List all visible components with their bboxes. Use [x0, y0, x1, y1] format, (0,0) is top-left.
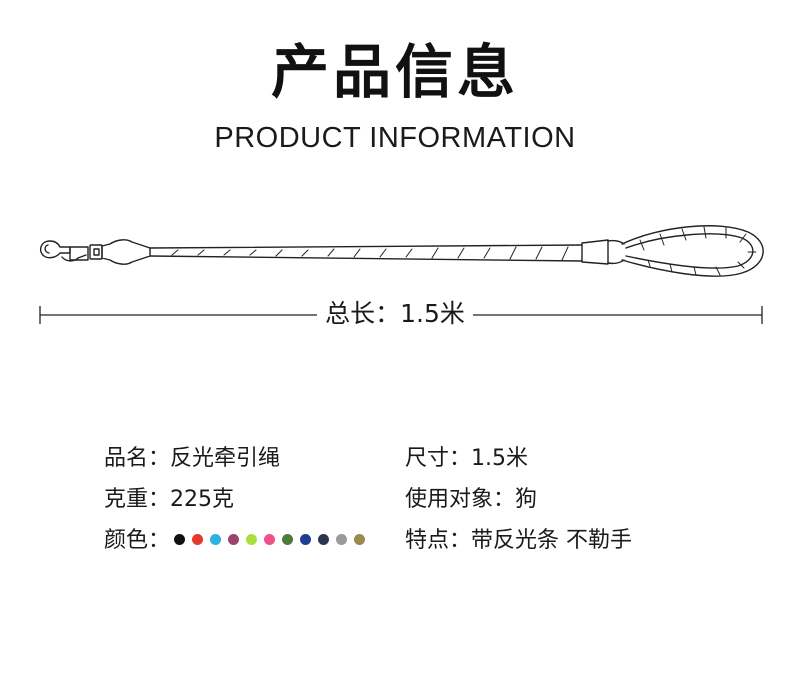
- spec-target: 使用对象：狗: [405, 487, 538, 512]
- spec-colors: 颜色：: [104, 526, 366, 556]
- handle-sleeve: [581, 239, 625, 265]
- page-subtitle: PRODUCT INFORMATION: [214, 122, 576, 154]
- clasp-icon: [89, 239, 151, 265]
- color-swatch-olive-green: [282, 533, 294, 545]
- rope-body: [149, 244, 583, 262]
- color-swatch-dark-blue: [318, 533, 330, 545]
- spec-weight: 克重：225克: [104, 487, 234, 512]
- spec-colors-label: 颜色：: [104, 528, 171, 553]
- spec-product-name: 品名：反光牵引绳: [104, 446, 281, 471]
- color-swatch-khaki: [354, 533, 366, 545]
- leash-illustration: [39, 225, 764, 277]
- color-swatch-black: [174, 533, 186, 545]
- color-swatches: [174, 533, 366, 545]
- snap-hook-icon: [39, 240, 89, 262]
- color-swatch-gray: [336, 533, 348, 545]
- handle-loop: [621, 225, 764, 277]
- color-swatch-red: [192, 533, 204, 545]
- length-dimension: 总长：1.5米: [0, 292, 790, 336]
- color-swatch-sky-blue: [210, 533, 222, 545]
- color-swatch-navy: [300, 533, 312, 545]
- color-swatch-lime: [246, 533, 258, 545]
- page-title: 产品信息: [270, 38, 519, 106]
- color-swatch-pink: [264, 533, 276, 545]
- total-length-label: 总长：1.5米: [317, 299, 473, 328]
- reflective-stripes: [171, 246, 569, 261]
- spec-feature: 特点：带反光条 不勒手: [405, 528, 632, 553]
- color-swatch-plum: [228, 533, 240, 545]
- spec-size: 尺寸：1.5米: [405, 446, 528, 471]
